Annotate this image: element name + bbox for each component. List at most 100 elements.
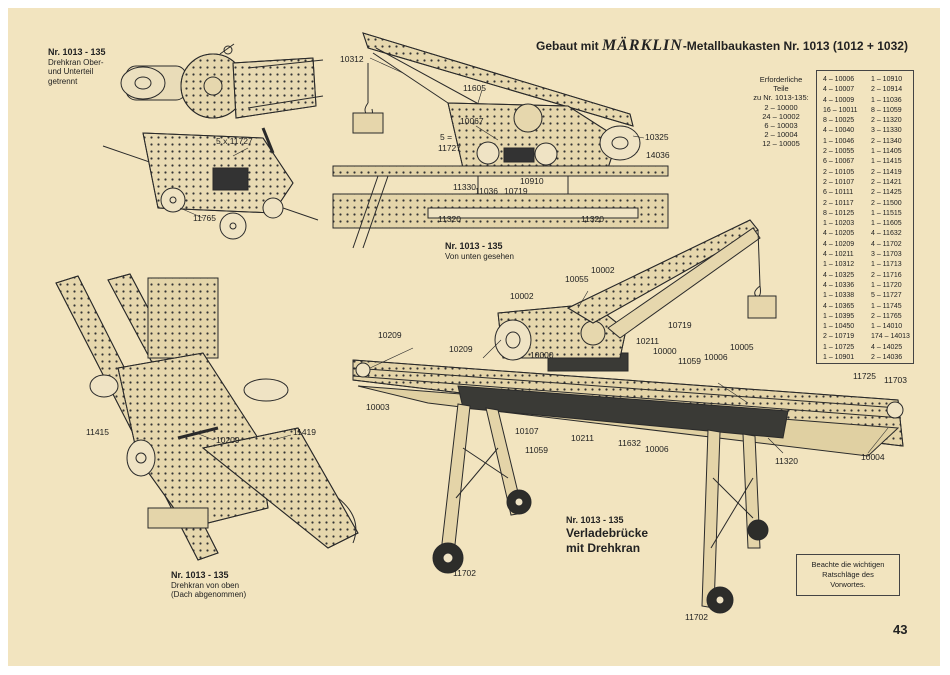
parts-list-entry: 4 – 10009 (823, 96, 855, 104)
part-label: 11320 (581, 214, 605, 224)
parts-list-entry: 4 – 10209 (823, 240, 855, 248)
part-label: 11727 (438, 143, 462, 153)
parts-list-entry: 2 – 10055 (823, 148, 855, 156)
caption-line: Drehkran Ober- (48, 57, 104, 67)
parts-list-entry: 5 – 11727 (871, 292, 902, 300)
note-box: Beachte die wichtigen Ratschläge des Vor… (796, 554, 900, 596)
header-prefix: Gebaut mit (536, 39, 599, 53)
part-label: 14036 (646, 150, 670, 160)
part-label: 10006 (704, 352, 728, 362)
parts-list-entry: 4 – 10205 (823, 230, 855, 238)
parts-list-entry: 1 – 11605 (871, 220, 902, 228)
parts-list-entry: 1 – 11515 (871, 209, 902, 217)
parts-list-entry: 2 – 11716 (871, 271, 902, 279)
parts-list-entry: 2 – 14036 (871, 354, 903, 362)
drawing-crane-from-below (332, 32, 669, 249)
part-label: 10002 (510, 291, 534, 301)
parts-list-entry: 16 – 10011 (823, 106, 858, 114)
part-label: 11320 (775, 456, 799, 466)
part-label: 5 = (440, 132, 453, 142)
parts-list-entry: 2 – 11320 (871, 117, 902, 125)
parts-list-entry: 1 – 10901 (823, 354, 855, 362)
parts-list-entry: 1 – 11745 (871, 302, 902, 310)
part-label: 11059 (525, 445, 549, 455)
part-label: 11320 (438, 214, 462, 224)
parts-list-entry: 1 – 10910 (871, 76, 903, 83)
parts-list-entry: 6 – 10067 (823, 158, 855, 166)
parts-list-entry: 2 – 10117 (823, 199, 854, 207)
part-label: 10312 (340, 54, 364, 64)
page-header: Gebaut mit MÄRKLIN-Metallbaukasten Nr. 1… (536, 37, 908, 55)
caption-line: getrennt (48, 76, 78, 86)
parts-list-entry: 24 – 10002 (762, 111, 800, 121)
parts-list-entry: 1 – 10725 (823, 343, 855, 351)
part-label: 10719 (668, 320, 692, 330)
parts-list-entry: 4 – 10211 (823, 251, 854, 259)
drawing-crane-parts-separated (102, 43, 324, 240)
leader-lines (179, 57, 889, 454)
part-label: 11703 (884, 375, 908, 385)
parts-list-entry: 2 – 11500 (871, 199, 902, 207)
parts-list-entry: 1 – 10312 (823, 261, 855, 269)
note-line: Ratschläge des (822, 570, 874, 579)
parts-list-entry: 1 – 11415 (871, 158, 902, 166)
part-label: 10209 (216, 435, 240, 445)
part-label: 11419 (293, 427, 317, 437)
caption-top-left: Nr. 1013 - 135 Drehkran Ober- und Untert… (48, 47, 106, 86)
note-line: Beachte die wichtigen (811, 560, 885, 569)
parts-list-entry: 4 – 10325 (823, 271, 855, 279)
part-label: 11725 (853, 371, 877, 381)
part-label: 10055 (565, 274, 589, 284)
caption-line: Von unten gesehen (445, 251, 514, 261)
parts-list-entry: 1 – 10046 (823, 137, 855, 145)
part-label: 10719 (504, 186, 528, 196)
parts-list-entry: 4 – 14025 (871, 343, 903, 351)
parts-list-entry: 1 – 11713 (871, 261, 902, 269)
parts-list-entry: 2 – 10004 (764, 130, 798, 140)
parts-list-entry: 12 – 10005 (762, 139, 800, 149)
part-label: 11632 (618, 438, 642, 448)
parts-header-line: zu Nr. 1013-135: (753, 93, 809, 103)
parts-list-entry: 2 – 11765 (871, 312, 902, 320)
part-label: 11415 (86, 427, 110, 437)
parts-list-entry: 1 – 10395 (823, 312, 855, 320)
parts-list-entry: 2 – 10914 (871, 86, 903, 94)
parts-list-entry: 3 – 11330 (871, 127, 902, 135)
caption-title-line: mit Drehkran (566, 540, 641, 555)
parts-list-entry: 2 – 11340 (871, 137, 902, 145)
parts-list-entry: 2 – 10105 (823, 168, 855, 176)
parts-list-entry: 2 – 11425 (871, 189, 902, 197)
parts-list-entry: 2 – 11421 (871, 178, 902, 186)
caption-title-line: Verladebrücke (566, 525, 649, 540)
manual-page: Gebaut mit MÄRKLIN-Metallbaukasten Nr. 1… (8, 8, 940, 666)
part-label: 11765 (193, 213, 217, 223)
part-label: 10002 (591, 265, 615, 275)
part-label: 10211 (571, 433, 595, 443)
parts-list-entry: 4 – 10365 (823, 302, 855, 310)
parts-list-entry: 4 – 11632 (871, 230, 902, 238)
parts-list-entry: 6 – 10003 (764, 121, 798, 131)
parts-list-entry: 1 – 10203 (823, 220, 855, 228)
parts-list-entry: 1 – 11720 (871, 281, 902, 289)
part-label: 10209 (378, 330, 402, 340)
part-label: 11036 (475, 186, 499, 196)
caption-line: und Unterteil (48, 67, 94, 76)
part-label: 5 x 11727 (216, 136, 253, 146)
caption-line: Drehkran von oben (171, 580, 240, 590)
part-label: 10067 (460, 116, 484, 126)
part-label: 11702 (453, 568, 477, 578)
caption-line: (Dach abgenommen) (171, 590, 247, 599)
caption-number: Nr. 1013 - 135 (48, 47, 106, 57)
parts-list-entry: 8 – 10025 (823, 117, 855, 125)
caption-number: Nr. 1013 - 135 (445, 241, 503, 251)
parts-list-header: Erforderliche Teile zu Nr. 1013-135: 2 –… (750, 75, 812, 149)
parts-list-entry: 8 – 11059 (871, 106, 902, 114)
parts-list-entry: 4 – 10007 (823, 86, 855, 94)
part-label: 10004 (861, 452, 885, 462)
parts-list-entry: 6 – 10111 (823, 189, 854, 197)
caption-top-center: Nr. 1013 - 135 Von unten gesehen (445, 241, 514, 261)
parts-list-entry: 1 – 10338 (823, 292, 855, 300)
part-label: 10005 (730, 342, 754, 352)
caption-bottom-left: Nr. 1013 - 135 Drehkran von oben (Dach a… (171, 570, 247, 600)
parts-list-entry: 1 – 14010 (871, 323, 903, 331)
